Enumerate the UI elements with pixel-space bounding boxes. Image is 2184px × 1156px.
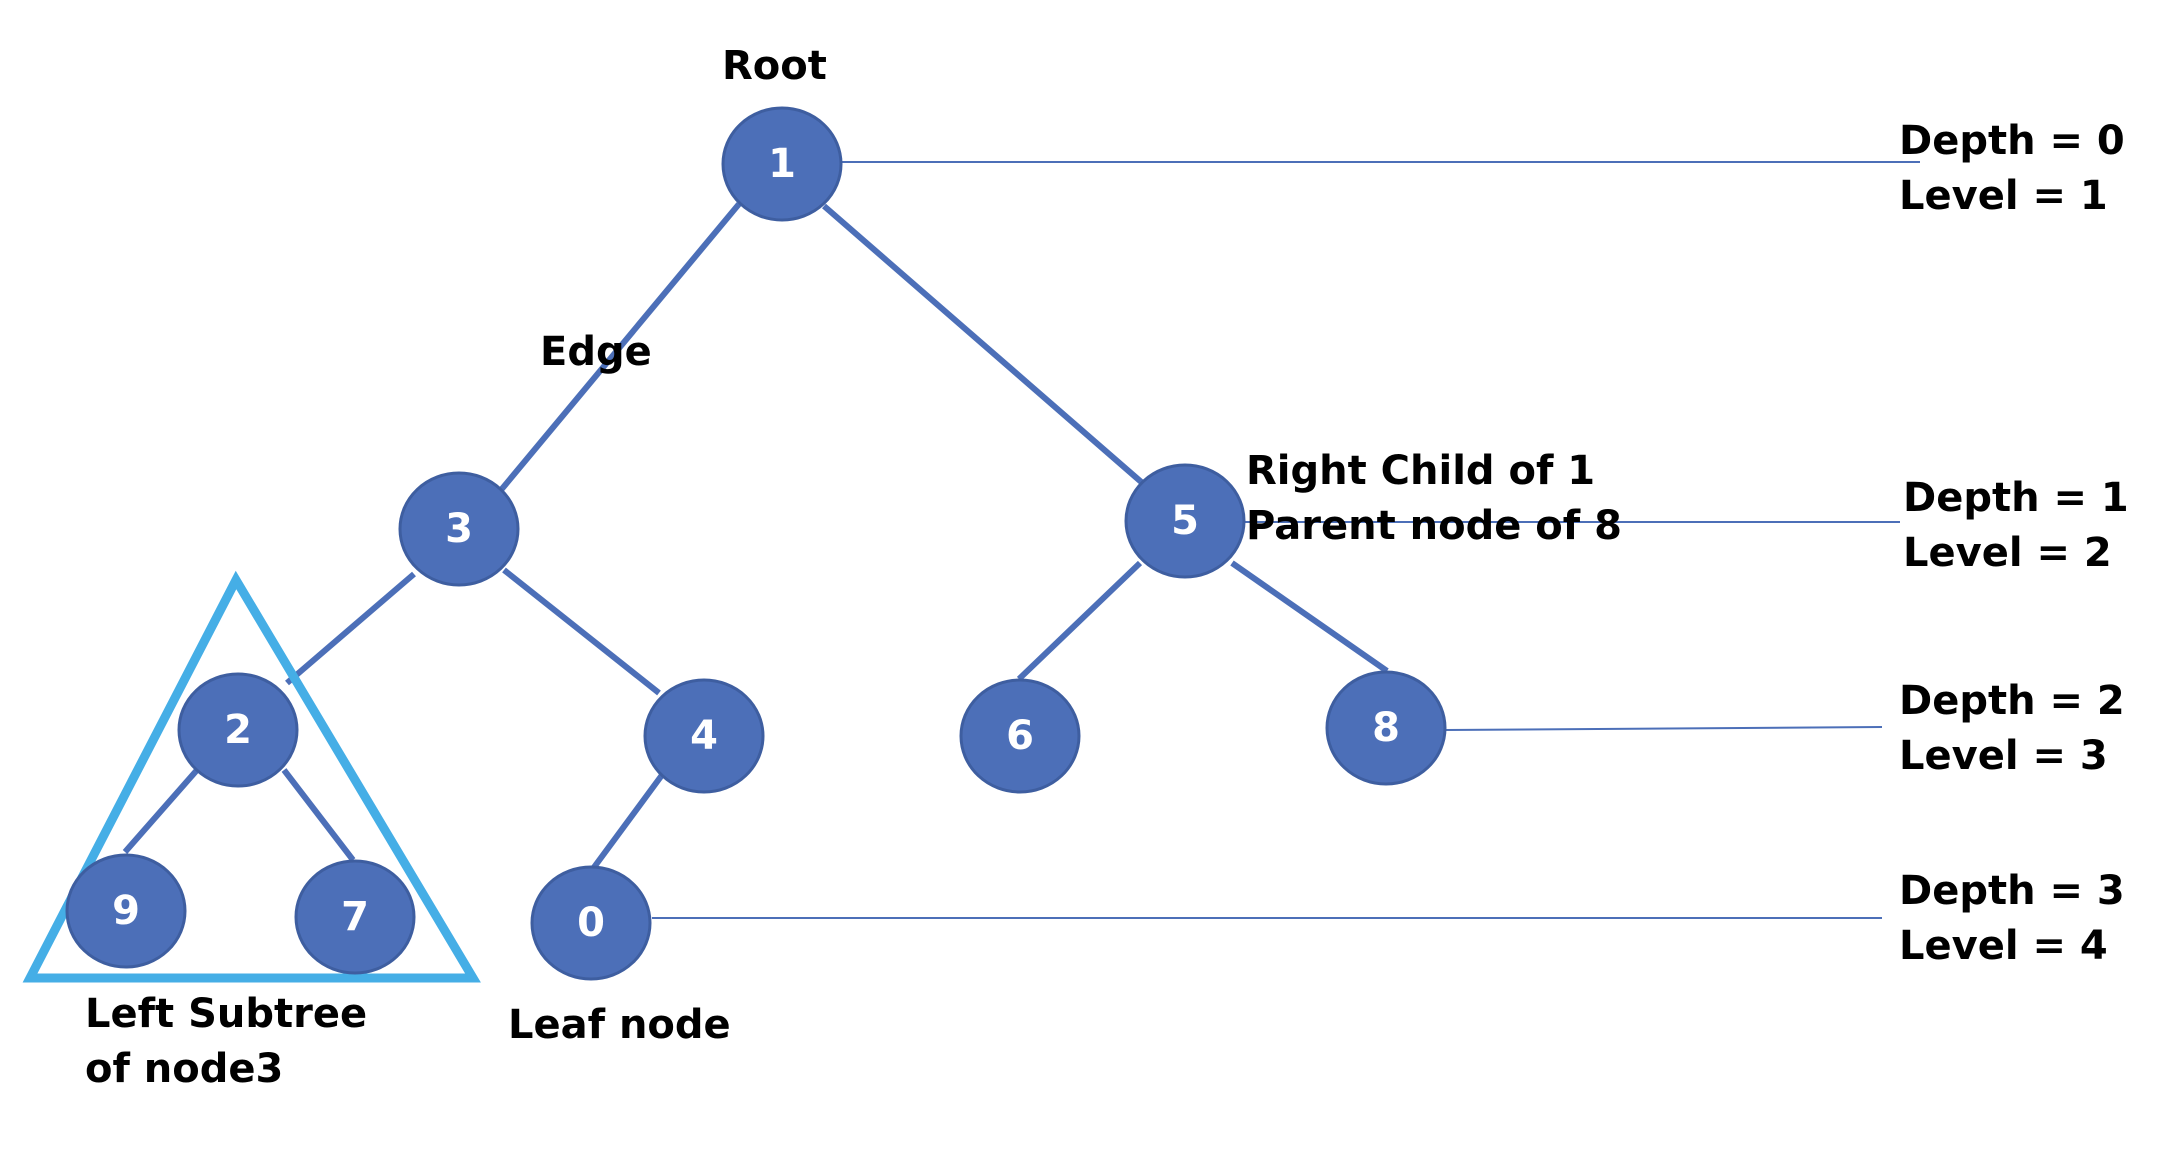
edge-label: Edge bbox=[540, 329, 652, 375]
root-label: Root bbox=[722, 43, 827, 89]
node-label: 7 bbox=[341, 894, 369, 940]
level-label: Level = 2 bbox=[1903, 530, 2112, 576]
node-label: 2 bbox=[224, 707, 252, 753]
node-circle bbox=[959, 678, 1081, 794]
node-circle bbox=[398, 471, 520, 587]
depth-label: Depth = 1 bbox=[1903, 475, 2129, 521]
node-circle bbox=[1325, 670, 1447, 786]
tree-node[interactable]: 4 bbox=[643, 678, 765, 794]
node-circle bbox=[643, 678, 765, 794]
node-label: 5 bbox=[1171, 498, 1199, 544]
node-circle bbox=[721, 106, 843, 222]
tree-node[interactable]: 8 bbox=[1325, 670, 1447, 786]
parent-node-label: Parent node of 8 bbox=[1246, 503, 1622, 549]
left-subtree-label-line2: of node3 bbox=[85, 1046, 283, 1092]
node-label: 9 bbox=[112, 888, 140, 934]
tree-nodes: 1 3 5 2 4 6 8 9 bbox=[65, 106, 1447, 981]
node-circle bbox=[530, 865, 652, 981]
depth-label: Depth = 3 bbox=[1899, 868, 2125, 914]
right-child-label: Right Child of 1 bbox=[1246, 448, 1595, 494]
edge-5-8 bbox=[1230, 560, 1389, 674]
tree-node[interactable]: 0 bbox=[530, 865, 652, 981]
edge-5-6 bbox=[1016, 560, 1143, 682]
edge-1-3 bbox=[498, 202, 742, 492]
tree-node[interactable]: 9 bbox=[65, 853, 187, 969]
level-label: Level = 3 bbox=[1899, 733, 2108, 779]
node-label: 3 bbox=[445, 506, 473, 552]
node-label: 1 bbox=[768, 141, 796, 187]
node-label: 8 bbox=[1372, 705, 1400, 751]
level-label: Level = 4 bbox=[1899, 923, 2108, 969]
leaf-node-label: Leaf node bbox=[508, 1002, 731, 1048]
node-circle bbox=[1124, 463, 1246, 579]
tree-node[interactable]: 3 bbox=[398, 471, 520, 587]
tree-edges bbox=[122, 202, 1389, 872]
node-label: 4 bbox=[690, 713, 718, 759]
tree-node[interactable]: 5 bbox=[1124, 463, 1246, 579]
depth-label: Depth = 0 bbox=[1899, 118, 2125, 164]
node-label: 6 bbox=[1006, 713, 1034, 759]
edge-3-4 bbox=[502, 567, 661, 696]
level-label: Level = 1 bbox=[1899, 173, 2108, 219]
level-guide-lines bbox=[652, 161, 1920, 919]
depth-label: Depth = 2 bbox=[1899, 678, 2125, 724]
guide-line-depth-2 bbox=[1445, 726, 1883, 731]
annotations: Root Edge Right Child of 1 Parent node o… bbox=[85, 43, 1622, 1092]
node-circle bbox=[294, 859, 416, 975]
edge-1-5 bbox=[822, 203, 1149, 490]
node-circle bbox=[65, 853, 187, 969]
left-subtree-label: Left Subtree bbox=[85, 991, 367, 1037]
tree-node[interactable]: 6 bbox=[959, 678, 1081, 794]
tree-node[interactable]: 1 bbox=[721, 106, 843, 222]
edge-2-9 bbox=[122, 768, 200, 854]
tree-node[interactable]: 7 bbox=[294, 859, 416, 975]
edge-2-7 bbox=[281, 768, 356, 862]
depth-level-labels: Depth = 0 Level = 1 Depth = 1 Level = 2 … bbox=[1899, 118, 2129, 969]
left-subtree-triangle bbox=[22, 570, 481, 983]
edge-3-2 bbox=[285, 571, 416, 686]
node-circle bbox=[177, 672, 299, 788]
node-label: 0 bbox=[577, 900, 605, 946]
edge-4-0 bbox=[589, 773, 665, 872]
tree-node[interactable]: 2 bbox=[177, 672, 299, 788]
